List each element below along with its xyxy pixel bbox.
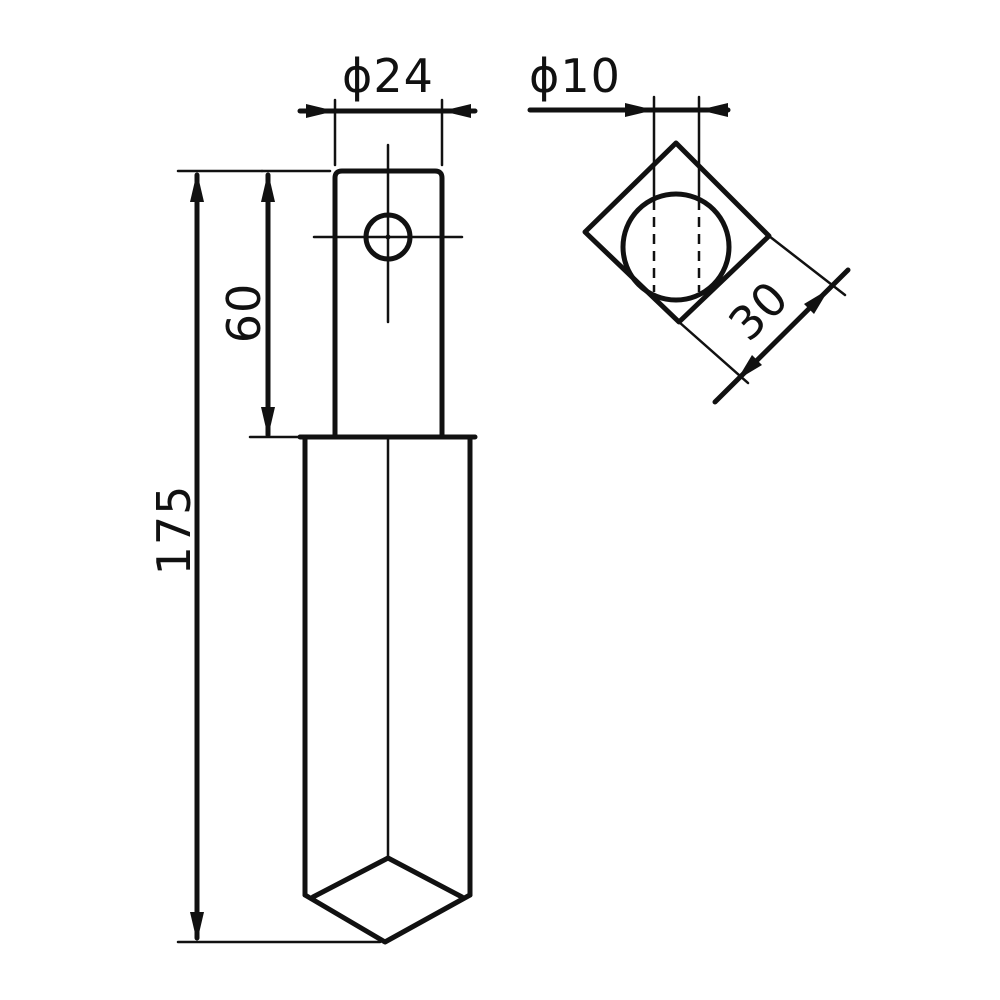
arrow-lower — [737, 355, 762, 380]
dim-head-length: 60 — [217, 169, 332, 439]
dim-label-total-length: 175 — [147, 485, 201, 576]
arrow-left — [306, 104, 335, 118]
arrow-upper — [804, 289, 829, 314]
dim-label-head-diameter: ϕ24 — [342, 49, 434, 103]
round-head-section — [620, 191, 732, 303]
dim-label-head-length: 60 — [217, 283, 271, 344]
shank-tip-outline — [302, 855, 473, 945]
hole-center-mark — [385, 234, 391, 240]
arrow-right — [699, 103, 728, 117]
dim-total-length: 175 — [147, 169, 382, 944]
dim-square-width: 30 — [677, 234, 851, 405]
dim-pin-hole-diameter: ϕ10 — [527, 49, 731, 198]
front-view — [297, 143, 478, 945]
arrow-bottom — [261, 407, 275, 437]
arrow-right — [442, 104, 471, 118]
extension-line-lower — [677, 320, 750, 385]
dim-label-square-width: 30 — [718, 270, 799, 351]
arrow-left — [625, 103, 654, 117]
arrow-top — [261, 172, 275, 202]
dim-label-pin-hole-diameter: ϕ10 — [529, 49, 621, 103]
arrow-bottom — [190, 912, 204, 942]
arrow-top — [190, 172, 204, 202]
dim-head-diameter: ϕ24 — [297, 49, 478, 167]
